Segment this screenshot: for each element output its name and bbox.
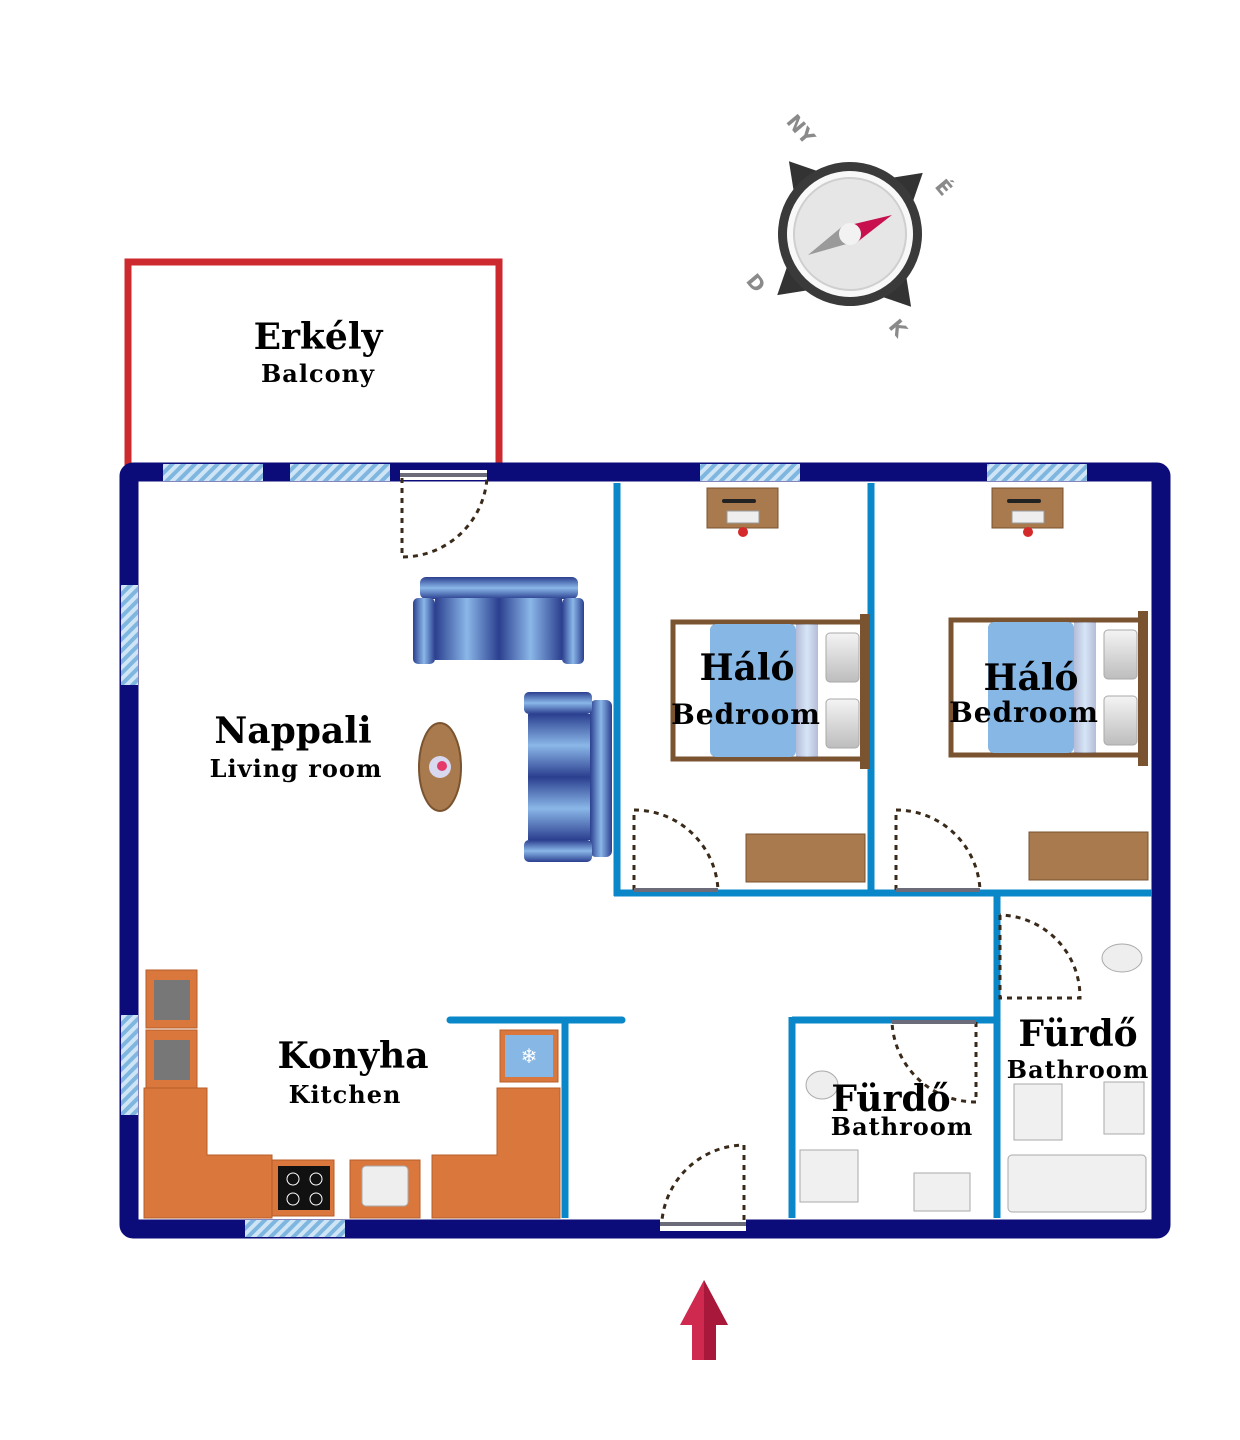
entrance-door[interactable] (660, 1143, 746, 1221)
window (987, 464, 1087, 481)
kitchen-sink (361, 1165, 409, 1207)
bedroom2-label-hu: Háló (983, 657, 1078, 699)
compass-label-west: NY (782, 110, 821, 150)
bathroom1-fixtures (799, 1070, 971, 1212)
oven (154, 1040, 190, 1080)
bathroom1-label-en: Bathroom (831, 1112, 973, 1141)
coffee-table (418, 722, 462, 812)
shower (799, 1149, 859, 1203)
bed-bedroom2 (948, 611, 1148, 766)
balcony-label-hu: Erkély (254, 316, 384, 358)
wardrobe-bedroom1 (745, 833, 866, 883)
compass-label-south: D (741, 269, 770, 297)
window (121, 1015, 138, 1115)
bathroom2-label-hu: Fürdő (1018, 1013, 1137, 1055)
balcony-label-en: Balcony (261, 359, 375, 388)
dishwasher (154, 980, 190, 1020)
bathroom1-label-hu: Fürdő (831, 1078, 950, 1120)
sink (913, 1172, 971, 1212)
compass-needle (808, 215, 892, 255)
windows (121, 464, 1087, 1237)
sink (1103, 1081, 1145, 1135)
toilet (805, 1070, 839, 1100)
sofa-top (413, 577, 584, 664)
window (121, 585, 138, 685)
bedroom1-label-en: Bedroom (671, 698, 821, 731)
outer-wall (119, 462, 1171, 1239)
bathtub (1007, 1154, 1147, 1213)
inner-walls (446, 483, 1152, 1218)
svg-text:❄: ❄ (521, 1044, 538, 1068)
bathroom2-fixtures (1007, 943, 1147, 1213)
toilet (1101, 943, 1143, 973)
bed-bedroom1 (670, 614, 870, 769)
bedroom2-door[interactable] (894, 808, 982, 891)
living-label-en: Living room (210, 754, 383, 783)
bathroom1-door[interactable] (890, 1021, 978, 1104)
window (163, 464, 263, 481)
kitchen-label-en: Kitchen (289, 1080, 402, 1109)
living-label-hu: Nappali (214, 710, 371, 752)
kitchen-label-hu: Konyha (277, 1035, 428, 1077)
desk-bedroom1 (706, 487, 779, 537)
entrance-arrow-icon (680, 1280, 728, 1360)
fridge: ❄ (505, 1035, 553, 1077)
bedroom2-label-en: Bedroom (949, 696, 1099, 729)
bathroom2-label-en: Bathroom (1007, 1055, 1149, 1084)
compass-label-north: É (930, 174, 957, 200)
compass-label-east: K (884, 314, 913, 342)
sofa-right (524, 692, 612, 862)
desk-bedroom2 (991, 487, 1064, 537)
window (245, 1220, 345, 1237)
shower (1013, 1083, 1063, 1141)
window (290, 464, 390, 481)
cooktop (278, 1166, 330, 1210)
bedroom1-label-hu: Háló (699, 647, 794, 689)
wardrobe-bedroom2 (1028, 831, 1149, 881)
bedroom1-door[interactable] (632, 808, 720, 891)
bathroom2-door[interactable] (998, 913, 1082, 1000)
window (700, 464, 800, 481)
